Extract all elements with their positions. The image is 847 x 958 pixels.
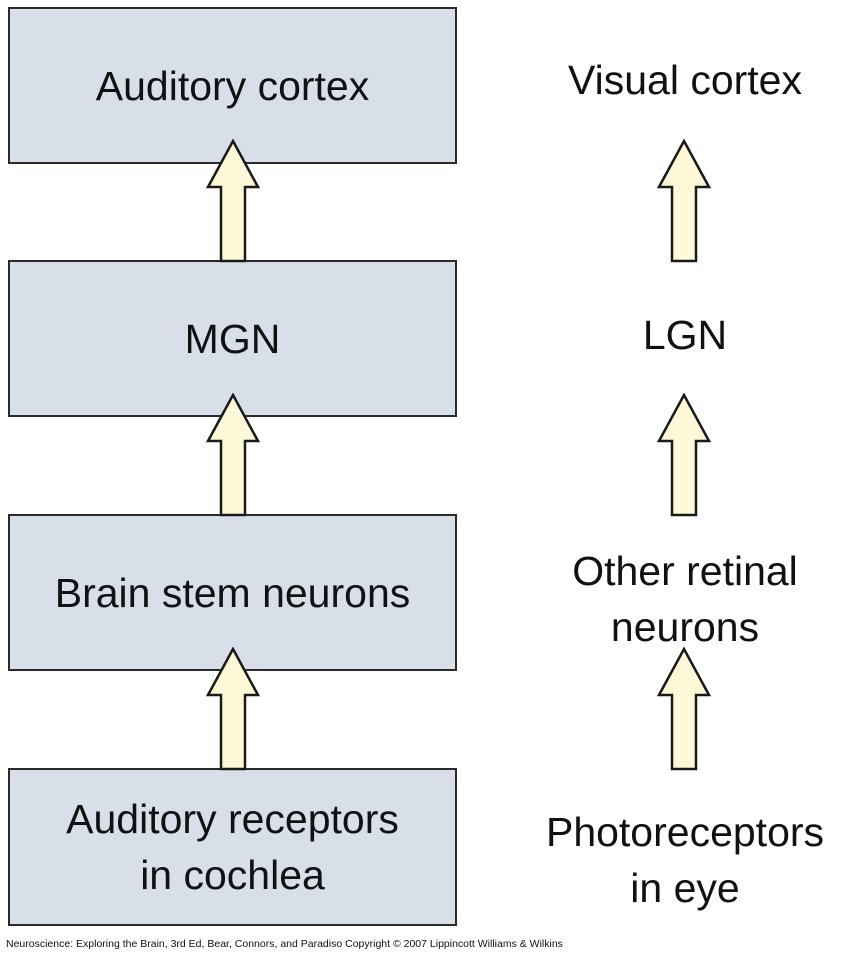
arrow-photoreceptors-to-retinal — [657, 647, 711, 771]
up-arrow-icon — [657, 393, 711, 517]
up-arrow-icon — [657, 139, 711, 263]
up-arrow-icon — [657, 647, 711, 771]
brainstem-neurons-box: Brain stem neurons — [8, 514, 457, 671]
mgn-label: MGN — [184, 315, 281, 362]
lgn-label-group: LGN — [510, 305, 847, 365]
copyright-footer: Neuroscience: Exploring the Brain, 3rd E… — [6, 938, 563, 950]
arrow-lgn-to-visual-cortex — [657, 139, 711, 263]
up-arrow-icon — [206, 393, 260, 517]
visual-cortex-label-group: Visual cortex — [510, 50, 847, 110]
up-arrow-icon — [206, 647, 260, 771]
auditory-receptors-box: Auditory receptors in cochlea — [8, 768, 457, 926]
photoreceptors-label-line2: in eye — [630, 865, 740, 911]
other-retinal-neurons-label-group: Other retinal neurons — [510, 543, 847, 655]
arrow-mgn-to-auditory-cortex — [206, 139, 260, 263]
photoreceptors-label-group: Photoreceptors in eye — [510, 804, 847, 916]
auditory-receptors-label-line2: in cochlea — [140, 852, 325, 898]
photoreceptors-label-line1: Photoreceptors — [545, 809, 825, 855]
other-retinal-neurons-label-line1: Other retinal — [572, 548, 798, 594]
lgn-label: LGN — [642, 312, 728, 358]
auditory-cortex-label: Auditory cortex — [95, 62, 370, 109]
brainstem-neurons-label: Brain stem neurons — [54, 569, 411, 616]
arrow-receptors-to-brainstem — [206, 647, 260, 771]
up-arrow-icon — [206, 139, 260, 263]
auditory-receptors-label-line1: Auditory receptors — [66, 796, 399, 842]
arrow-retinal-to-lgn — [657, 393, 711, 517]
arrow-brainstem-to-mgn — [206, 393, 260, 517]
other-retinal-neurons-label-line2: neurons — [610, 604, 760, 650]
visual-cortex-label: Visual cortex — [568, 57, 802, 103]
auditory-cortex-box: Auditory cortex — [8, 7, 457, 164]
